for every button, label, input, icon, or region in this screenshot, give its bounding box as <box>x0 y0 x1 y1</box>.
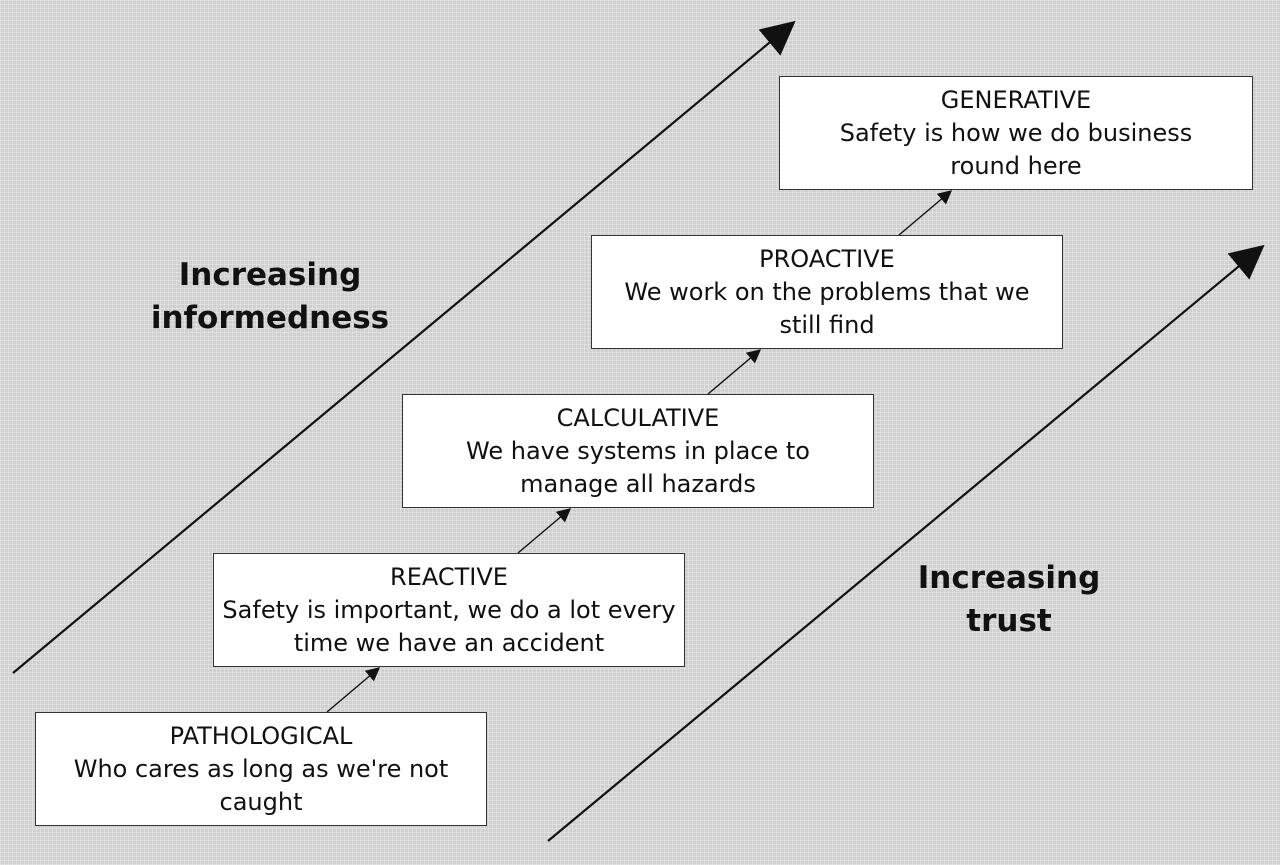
trust-label: Increasing trust <box>898 557 1120 643</box>
connector-pathological-reactive <box>326 667 381 713</box>
stage-title: CALCULATIVE <box>556 403 720 432</box>
stage-title: PATHOLOGICAL <box>169 721 353 750</box>
connector-reactive-calculative <box>517 508 572 554</box>
connector-proactive-generative <box>898 190 953 236</box>
stage-description: Safety is how we do business round here <box>839 118 1193 180</box>
stage-title: GENERATIVE <box>940 85 1092 114</box>
informedness-label: Increasing informedness <box>140 254 400 340</box>
stage-title: REACTIVE <box>390 562 508 591</box>
stage-description: We have systems in place to manage all h… <box>466 436 810 498</box>
informedness-arrow <box>12 20 796 674</box>
stage-description: Safety is important, we do a lot every t… <box>222 595 676 657</box>
stage-description: We work on the problems that we still fi… <box>624 277 1030 339</box>
stage-pathological: PATHOLOGICAL Who cares as long as we're … <box>35 712 487 826</box>
stage-generative: GENERATIVE Safety is how we do business … <box>779 76 1253 190</box>
stage-proactive: PROACTIVE We work on the problems that w… <box>591 235 1063 349</box>
stage-calculative: CALCULATIVE We have systems in place to … <box>402 394 874 508</box>
informedness-label-line1: Increasing <box>178 257 362 293</box>
trust-label-line2: trust <box>966 603 1052 639</box>
informedness-label-line2: informedness <box>150 300 390 336</box>
trust-arrow <box>547 244 1265 842</box>
stage-title: PROACTIVE <box>759 244 895 273</box>
stage-description: Who cares as long as we're not caught <box>73 754 449 816</box>
stage-reactive: REACTIVE Safety is important, we do a lo… <box>213 553 685 667</box>
trust-label-line1: Increasing <box>917 560 1101 596</box>
connector-calculative-proactive <box>707 349 762 395</box>
